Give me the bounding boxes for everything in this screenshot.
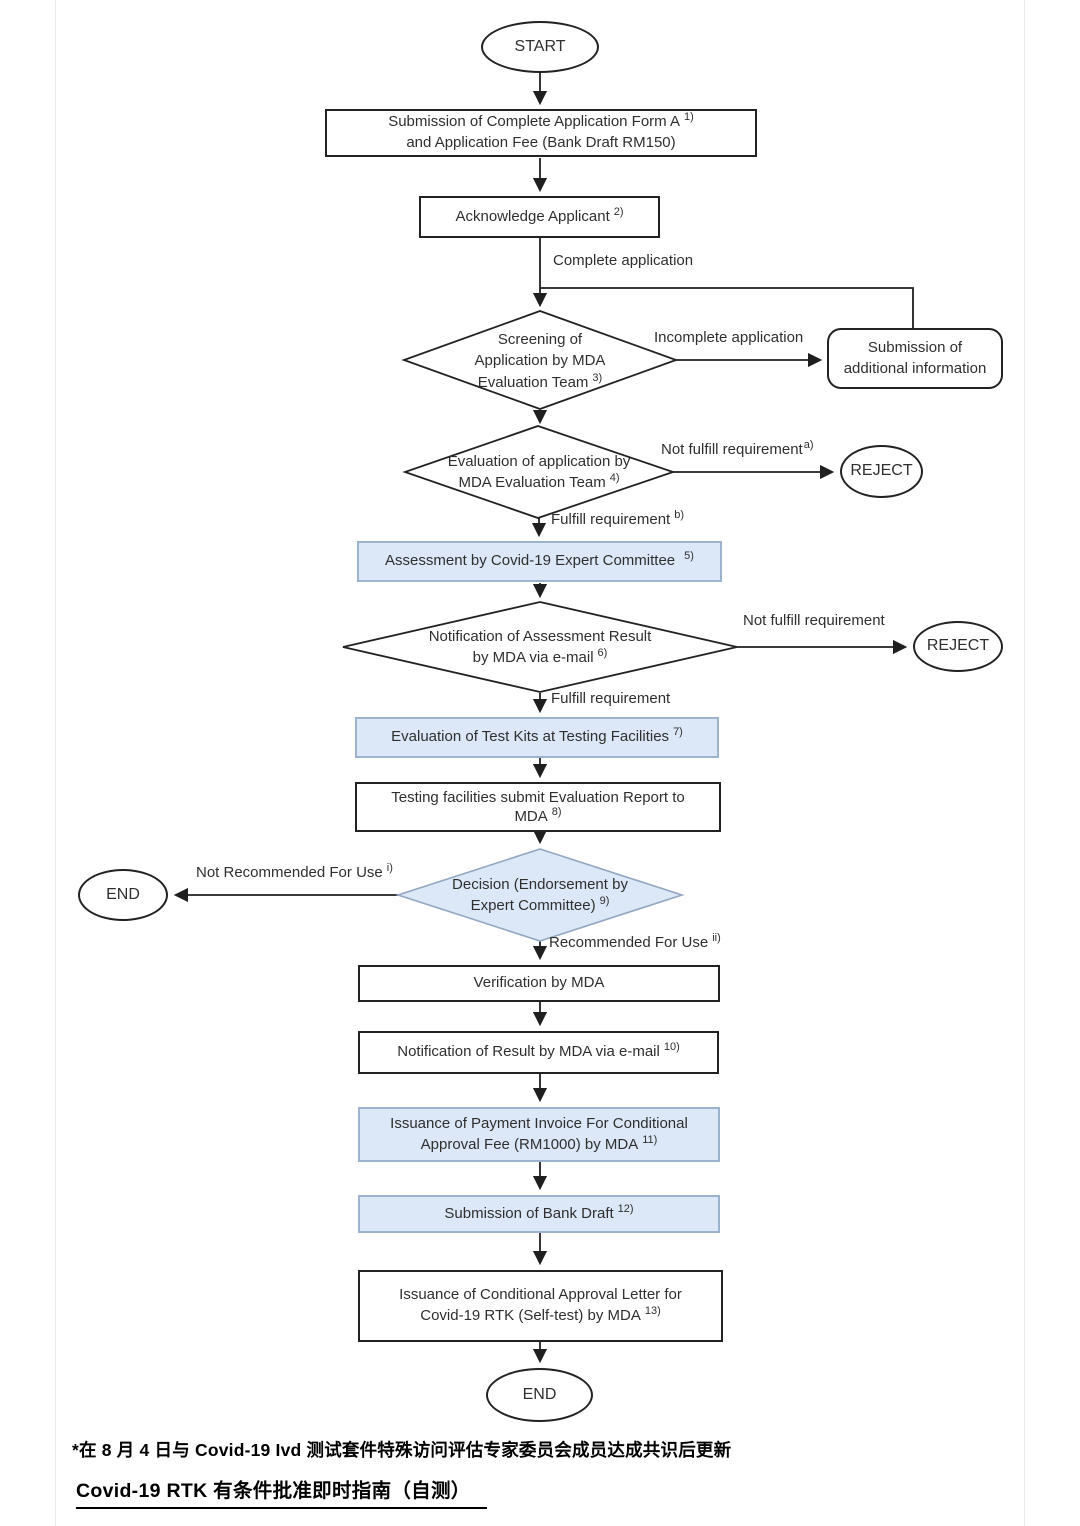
end-terminator-left: END <box>78 869 168 921</box>
end-left-label: END <box>106 885 140 903</box>
submission-form-sup: 1) <box>684 111 694 124</box>
verification-box: Verification by MDA <box>358 965 720 1002</box>
incomplete-application-label: Incomplete application <box>654 329 804 346</box>
not-fulfill-a-sup: a) <box>803 439 814 451</box>
notification-result-sup: 10) <box>663 1041 680 1054</box>
not-recommended-sup: i) <box>386 862 393 874</box>
additional-info-line1: Submission of <box>867 338 963 356</box>
submission-form-line2: and Application Fee (Bank Draft RM150) <box>406 134 676 151</box>
invoice-line1: Issuance of Payment Invoice For Conditio… <box>390 1114 688 1132</box>
submission-form-box: Submission of Complete Application Form … <box>325 109 757 157</box>
approval-letter-sup: 13) <box>644 1305 661 1317</box>
fulfill-b-sup: b) <box>674 509 684 521</box>
invoice-sup: 11) <box>642 1133 658 1146</box>
not-fulfill-a-label: Not fulfill requirementa) <box>661 439 814 459</box>
fulfill-2-label: Fulfill requirement <box>551 690 671 707</box>
additional-info-line2: additional information <box>843 359 987 377</box>
report-sup: 8) <box>551 806 562 818</box>
approval-letter-line2: Covid-19 RTK (Self-test) by MDA <box>420 1307 641 1324</box>
notification-diamond-shape <box>342 601 738 693</box>
additional-info-box: Submission of additional information <box>827 328 1003 389</box>
page-edge-right <box>1024 0 1025 1526</box>
start-terminator: START <box>481 21 599 73</box>
evaluation-diamond-shape <box>402 425 676 519</box>
invoice-box: Issuance of Payment Invoice For Conditio… <box>358 1107 720 1162</box>
invoice-line2: Approval Fee (RM1000) by MDA <box>420 1135 639 1153</box>
test-kits-label: Evaluation of Test Kits at Testing Facil… <box>391 728 670 746</box>
start-label: START <box>514 37 566 55</box>
submission-form-line1: Submission of Complete Application Form … <box>388 113 681 131</box>
end-bottom-label: END <box>522 1385 557 1403</box>
acknowledge-sup: 2) <box>613 205 624 218</box>
approval-letter-line1: Issuance of Conditional Approval Letter … <box>399 1286 682 1304</box>
test-kits-box: Evaluation of Test Kits at Testing Facil… <box>355 717 719 758</box>
not-fulfill-2-label: Not fulfill requirement <box>743 612 885 629</box>
reject-1-label: REJECT <box>850 462 913 480</box>
reject-2-label: REJECT <box>926 637 990 655</box>
screening-diamond-shape <box>401 310 679 410</box>
report-box: Testing facilities submit Evaluation Rep… <box>355 782 721 832</box>
notification-result-label: Notification of Result by MDA via e-mail <box>397 1043 660 1061</box>
page-edge-left <box>55 0 56 1526</box>
test-kits-sup: 7) <box>673 726 683 739</box>
reject-terminator-2: REJECT <box>913 621 1003 672</box>
assessment-label: Assessment by Covid-19 Expert Committee <box>385 552 676 570</box>
report-line2: MDA <box>514 808 548 825</box>
approval-letter-box: Issuance of Conditional Approval Letter … <box>358 1270 723 1342</box>
assessment-box: Assessment by Covid-19 Expert Committee 5… <box>357 541 722 582</box>
assessment-sup: 5) <box>684 550 694 563</box>
decision-diamond-shape <box>395 848 685 942</box>
report-line1: Testing facilities submit Evaluation Rep… <box>391 788 685 806</box>
recommended-sup: ii) <box>712 932 721 944</box>
bank-draft-label: Submission of Bank Draft <box>444 1204 614 1222</box>
footnote-guide-title: Covid-19 RTK 有条件批准即时指南（自测） <box>76 1474 487 1509</box>
footnote-update-note: *在 8 月 4 日与 Covid-19 Ivd 测试套件特殊访问评估专家委员会… <box>72 1440 732 1460</box>
reject-terminator-1: REJECT <box>840 445 923 498</box>
verification-label: Verification by MDA <box>473 974 605 992</box>
end-terminator-bottom: END <box>486 1368 593 1422</box>
bank-draft-sup: 12) <box>617 1202 634 1215</box>
notification-result-box: Notification of Result by MDA via e-mail… <box>358 1031 719 1074</box>
acknowledge-label: Acknowledge Applicant <box>455 207 610 225</box>
complete-application-label: Complete application <box>553 252 694 269</box>
